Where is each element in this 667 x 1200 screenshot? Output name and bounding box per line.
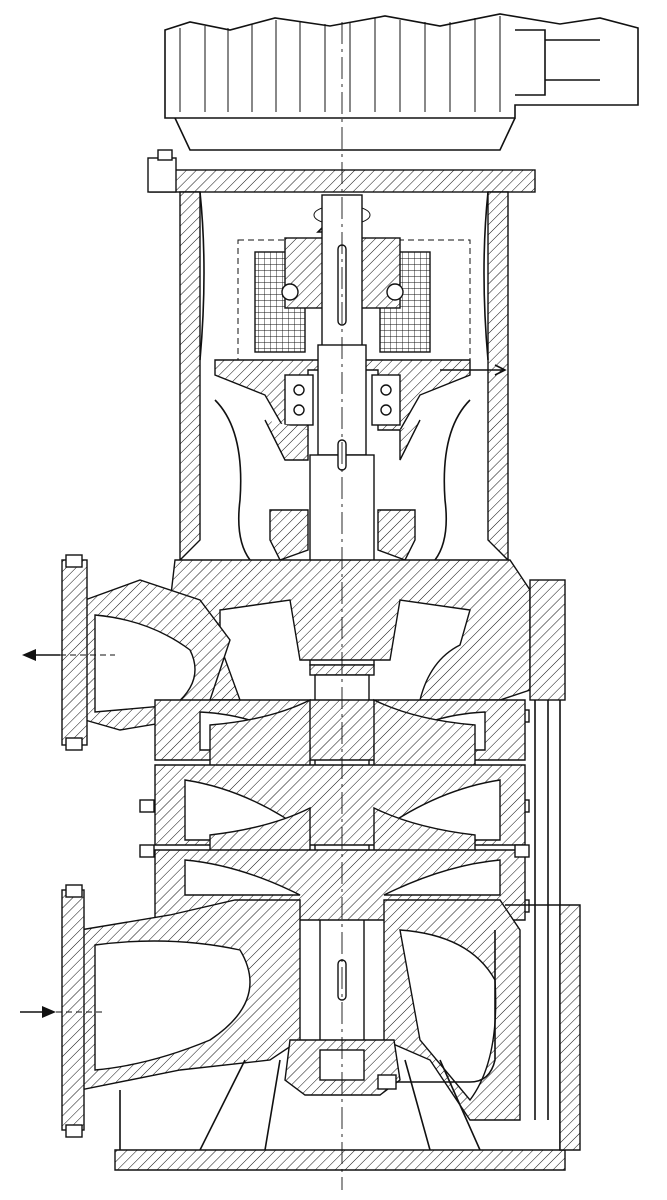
inlet-arrow-right [20,1006,105,1018]
coupling [254,237,431,353]
motor-housing [164,13,639,151]
discharge-casing [61,554,531,751]
outlet-arrow-left [22,649,115,661]
suction-casing [61,884,521,1138]
bearing-housing [214,359,507,461]
stool-windows [214,399,471,596]
stage-casing-middle [154,764,526,846]
pump-base [114,904,581,1171]
bottom-bearing [284,930,496,1096]
